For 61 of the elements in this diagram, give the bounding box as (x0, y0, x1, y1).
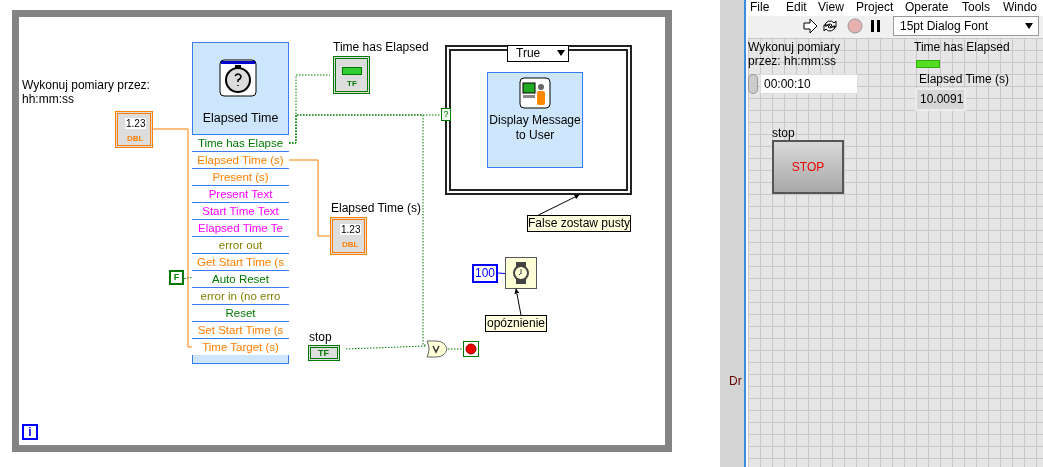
case-selector: True (507, 45, 569, 62)
while-loop-frame (12, 10, 672, 452)
terminal-row: Time has Elapse (192, 134, 289, 151)
block-title: Display Message to User (488, 113, 582, 143)
menu-item: Tools (962, 0, 990, 14)
leader-line (538, 194, 580, 216)
terminal-row: Auto Reset (192, 270, 289, 287)
menu-item: Edit (786, 0, 807, 14)
type-tag: DBL (342, 240, 359, 249)
case-selector-terminal: ? (441, 108, 451, 121)
leader-line (514, 288, 522, 316)
terminal-row: Present (s) (192, 168, 289, 185)
stop-button: STOP (772, 140, 844, 194)
express-vi-block (192, 42, 289, 364)
iteration-terminal: i (22, 424, 38, 440)
value-display: 1.23 (340, 224, 362, 235)
input-field: 00:00:10 (760, 74, 858, 94)
menu-item: View (818, 0, 844, 14)
block-title: Elapsed Time (201, 111, 280, 125)
value-display: 1.23 (125, 118, 147, 129)
type-tag: DBL (127, 134, 144, 143)
terminal-row: error in (no erro (192, 287, 289, 304)
wire (447, 348, 464, 350)
control-label: stop (772, 126, 796, 140)
wire (152, 128, 193, 348)
text-fragment: Dr (729, 374, 742, 388)
terminal-row: Reset (192, 304, 289, 321)
numeric-indicator: 10.0091 (915, 88, 966, 111)
font-dropdown: 15pt Dialog Font (893, 16, 1039, 36)
wire (288, 114, 427, 346)
terminal-row: Elapsed Time (s) (192, 151, 289, 168)
indicator-label: Elapsed Time (s) (919, 72, 1011, 86)
wire (288, 159, 331, 237)
type-tag: TF (318, 348, 329, 358)
terminal-label: Wykonuj pomiary przez: hh:mm:ss (22, 78, 151, 106)
terminal-row: Set Start Time (s (192, 321, 289, 338)
indicator-label: Time has Elapsed (914, 40, 1011, 54)
terminal-row: error out (192, 236, 289, 253)
menu-item: Windo (1003, 0, 1037, 14)
case-structure-frame (445, 45, 632, 195)
terminal-label: stop (309, 330, 333, 344)
wire (497, 272, 506, 274)
express-vi-block (487, 72, 583, 168)
numeric-constant: 100 (472, 264, 498, 283)
control-label: Wykonuj pomiary przez: hh:mm:ss (748, 40, 841, 68)
terminal-row: Elapsed Time Te (192, 219, 289, 236)
terminal-row: Time Target (s) (192, 338, 289, 355)
terminal-row: Present Text (192, 185, 289, 202)
menu-item: Project (856, 0, 894, 14)
terminal-row: Get Start Time (s (192, 253, 289, 270)
terminal-label: Time has Elapsed (333, 40, 429, 54)
boolean-constant: F (169, 270, 184, 285)
terminal-row: Start Time Text (192, 202, 289, 219)
menu-item: Operate (905, 0, 949, 14)
menu-item: File (750, 0, 770, 14)
comment-note: False zostaw pusty (527, 215, 631, 232)
comment-note: opóznienie (485, 315, 547, 332)
terminal-label: Elapsed Time (s) (331, 201, 423, 215)
wire (345, 345, 427, 350)
type-tag: TF (347, 79, 357, 88)
wire (183, 277, 193, 279)
